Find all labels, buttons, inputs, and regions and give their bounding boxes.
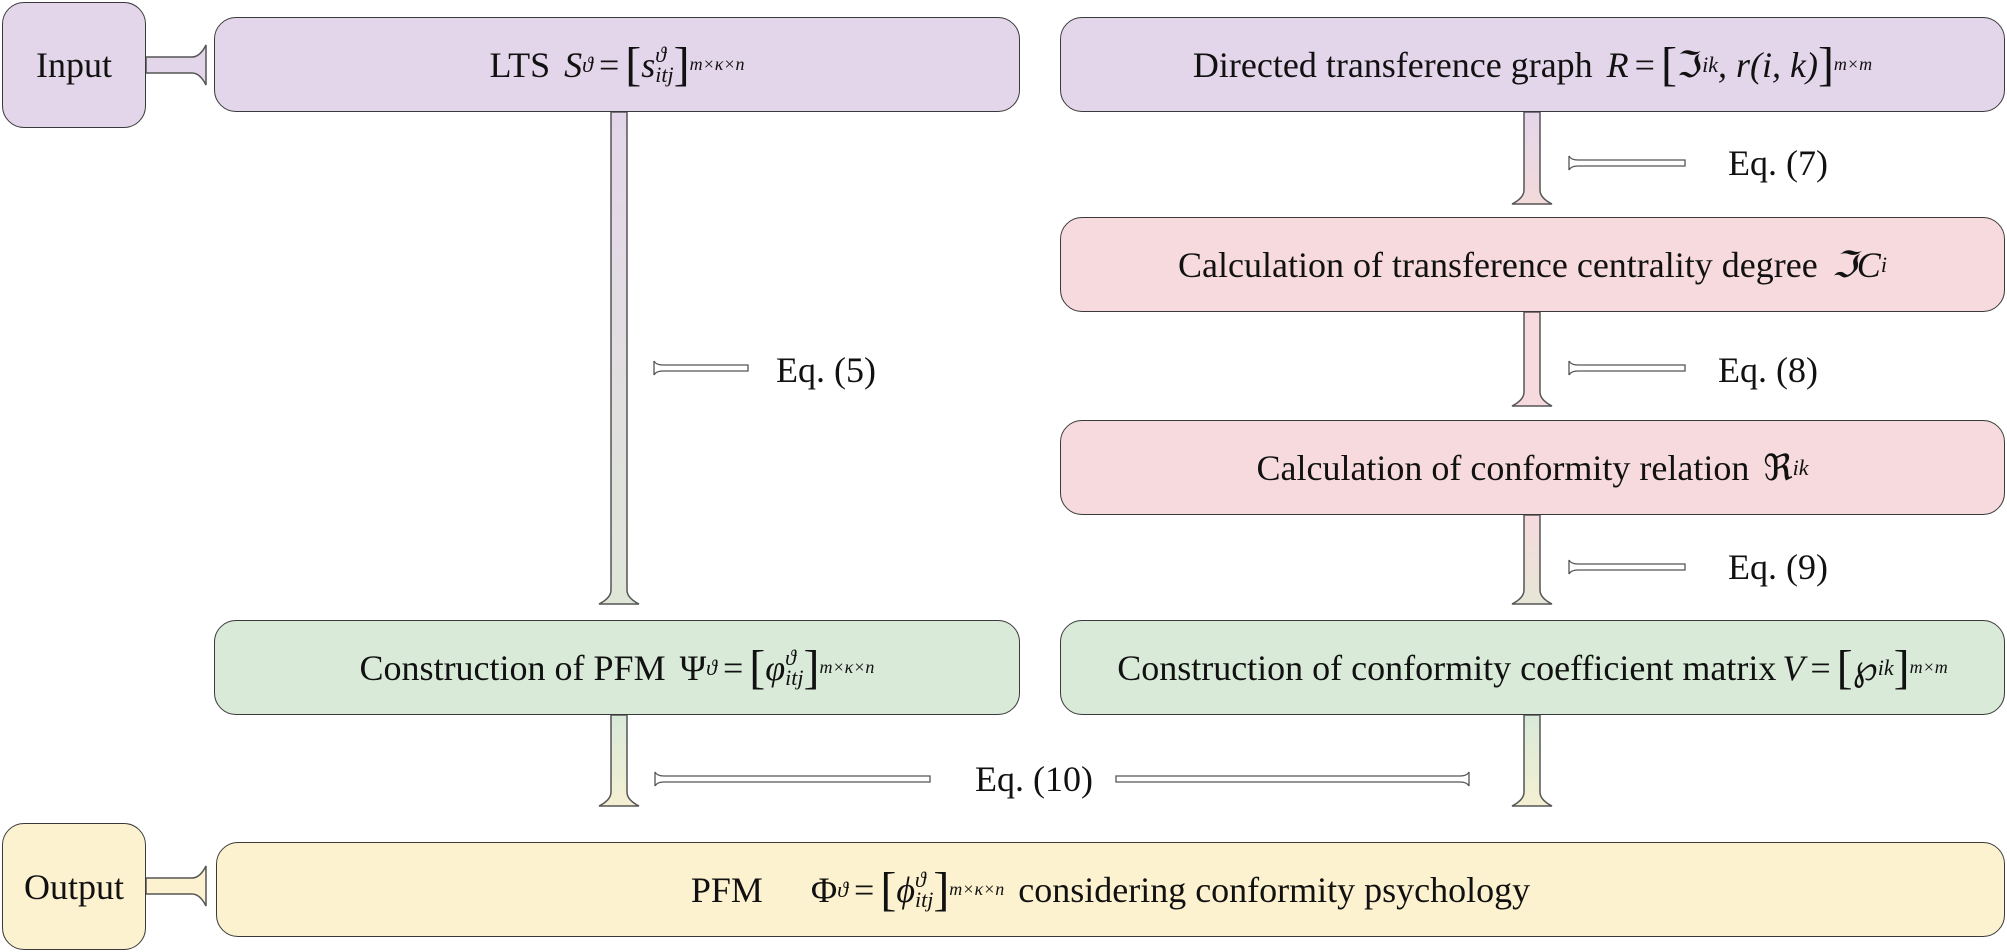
coef-matrix-text: Construction of conformity coefficient m…	[1117, 647, 1777, 688]
arrow-lts-to-pfm	[598, 111, 640, 605]
output-label: Output	[23, 866, 124, 907]
pointer-eq9	[1568, 559, 1686, 575]
arrow-pfm-to-output	[598, 714, 640, 807]
arrow-output-to-pfm	[145, 865, 207, 907]
centrality-text: Calculation of transference centrality d…	[1178, 244, 1818, 285]
pointer-eq10-left	[654, 771, 931, 787]
eq7-label: Eq. (7)	[1728, 143, 1828, 183]
lts-prefix: LTS	[489, 44, 551, 85]
graph-prefix: Directed transference graph	[1192, 44, 1593, 85]
pointer-eq7	[1568, 155, 1686, 171]
arrow-centrality-to-relation	[1511, 311, 1553, 407]
coefficient-matrix-box: Construction of conformity coefficient m…	[1060, 620, 2005, 715]
pfm-output-suffix: considering conformity psychology	[1018, 869, 1531, 910]
centrality-box: Calculation of transference centrality d…	[1060, 217, 2005, 312]
eq8-label: Eq. (8)	[1718, 350, 1818, 390]
pointer-eq8	[1568, 360, 1686, 376]
output-box: Output	[2, 823, 146, 950]
eq10-label: Eq. (10)	[975, 759, 1093, 799]
input-label: Input	[36, 45, 112, 85]
lts-symbol: S	[564, 44, 583, 85]
arrow-input-to-lts	[145, 44, 207, 86]
conformity-relation-text: Calculation of conformity relation	[1256, 447, 1750, 488]
input-box: Input	[2, 2, 146, 128]
pfm-construct-text: Construction of PFM	[359, 647, 666, 688]
pointer-eq10-right	[1115, 771, 1470, 787]
eq5-label: Eq. (5)	[776, 350, 876, 390]
arrow-graph-to-centrality	[1511, 111, 1553, 205]
pointer-eq5	[653, 360, 749, 376]
arrow-relation-to-matrix	[1511, 514, 1553, 605]
pfm-output-prefix: PFM	[690, 869, 763, 910]
eq9-label: Eq. (9)	[1728, 547, 1828, 587]
arrow-matrix-to-output	[1511, 714, 1553, 807]
